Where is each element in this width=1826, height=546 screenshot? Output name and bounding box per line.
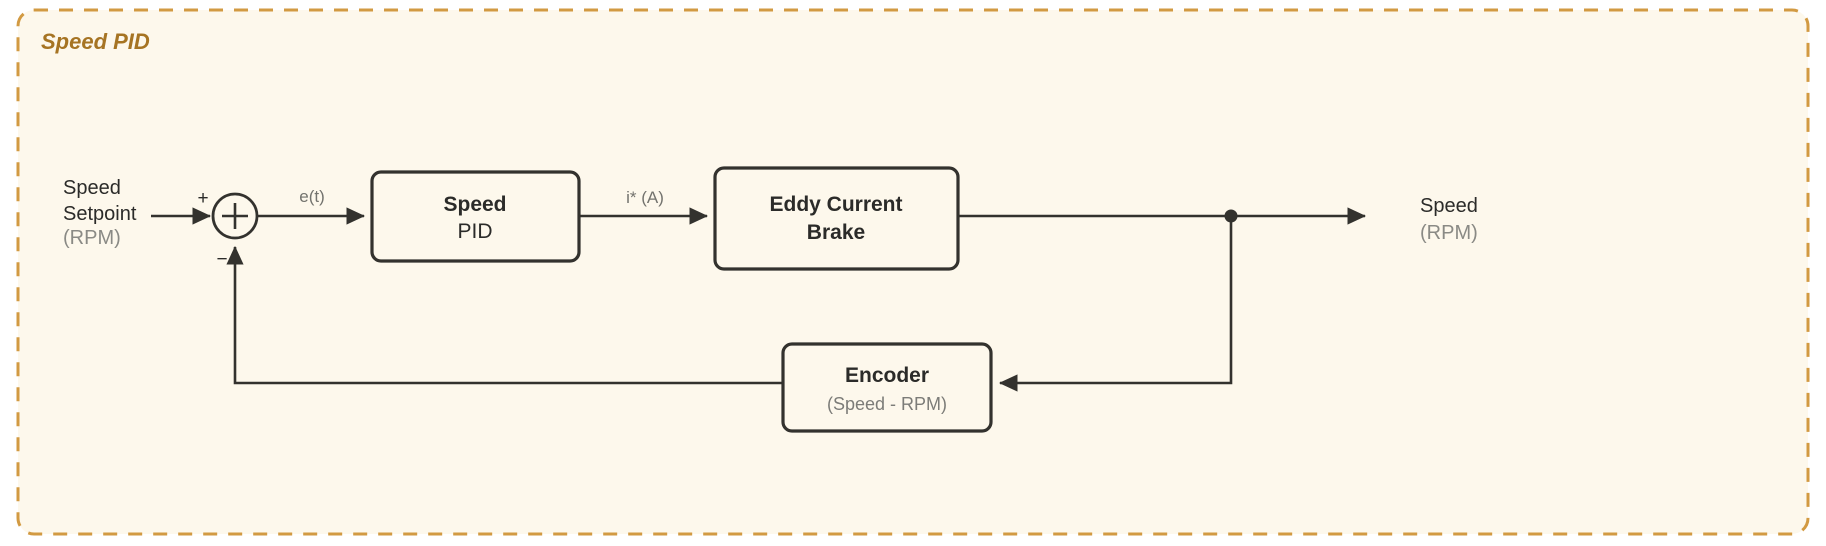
block-speed-pid-subtitle: PID [457,220,492,243]
input-label-unit: (RPM) [63,227,121,249]
summing-junction-minus-sign: − [216,249,227,270]
block-eddy-current-brake-subtitle: Brake [807,221,865,244]
block-encoder-title: Encoder [845,364,929,387]
block-speed-pid-title: Speed [443,193,506,216]
input-label-line1: Speed [63,177,121,199]
wire-junction-to-encoder [998,216,1233,392]
block-eddy-current-brake[interactable] [713,166,960,271]
output-label-unit: (RPM) [1420,222,1478,244]
block-speed-pid[interactable] [370,170,581,263]
group-frame [16,8,1810,536]
block-encoder[interactable] [781,342,993,433]
block-eddy-current-brake-title: Eddy Current [769,193,902,216]
wire-encoder-to-sum [226,245,783,385]
signal-label-current: i* (A) [626,188,664,207]
signal-label-error: e(t) [299,187,325,206]
input-label-line2: Setpoint [63,203,137,225]
summing-junction-plus-sign: + [197,188,208,209]
group-title: Speed PID [41,29,150,54]
output-label-line1: Speed [1420,195,1478,217]
block-encoder-subtitle: (Speed - RPM) [827,394,947,414]
